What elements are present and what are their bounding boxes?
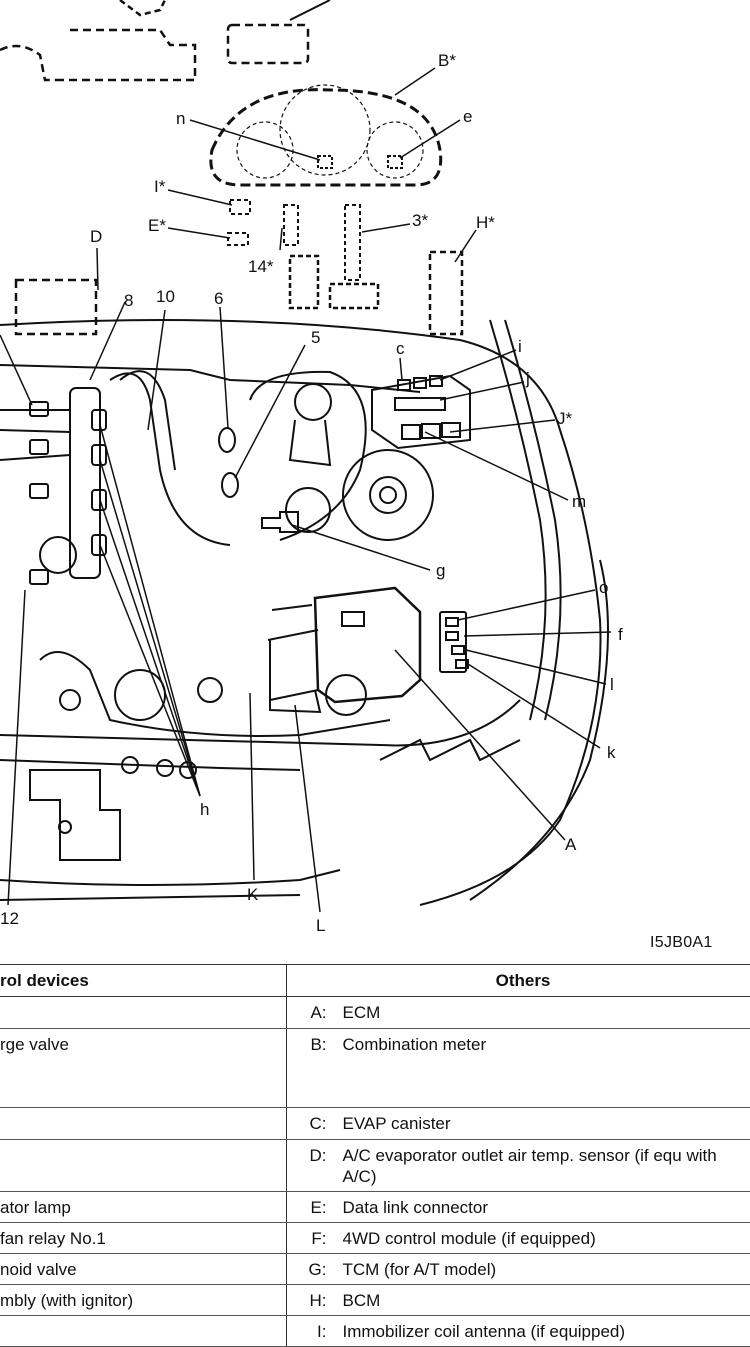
row-text: BCM — [342, 1291, 381, 1310]
row-code: E: — [310, 1198, 327, 1217]
header-others: Others — [286, 964, 750, 997]
callout-B: B* — [438, 51, 456, 70]
cell-left — [0, 1107, 287, 1140]
row-code: A: — [310, 1003, 327, 1022]
callout-I: I* — [154, 177, 166, 196]
callout-E: E* — [148, 216, 166, 235]
callout-e: e — [463, 107, 472, 126]
table-row: noid valve G: TCM (for A/T model) — [0, 1253, 750, 1285]
row-text: Data link connector — [342, 1198, 489, 1217]
row-text: ECM — [342, 1003, 381, 1022]
callout-5: 5 — [311, 328, 320, 347]
cell-right: B: Combination meter — [286, 1028, 750, 1108]
callout-h: h — [200, 800, 209, 819]
table-row: ator lamp E: Data link connector — [0, 1191, 750, 1223]
row-text: EVAP canister — [342, 1114, 451, 1133]
cell-left — [0, 1315, 287, 1347]
cell-left: noid valve — [0, 1253, 287, 1285]
callout-H: H* — [476, 213, 495, 232]
engine-compartment-diagram: B* n e I* E* 3* H* 14* D 8 10 6 5 c i j … — [0, 0, 623, 935]
row-text: A/C evaporator outlet air temp. sensor (… — [342, 1146, 717, 1186]
cell-right: F: 4WD control module (if equipped) — [286, 1222, 750, 1254]
callout-f: f — [618, 625, 623, 644]
row-code: C: — [309, 1114, 327, 1133]
cell-right: G: TCM (for A/T model) — [286, 1253, 750, 1285]
figure-reference-code: I5JB0A1 — [650, 934, 713, 951]
cell-left — [0, 996, 287, 1029]
callout-J: J* — [557, 409, 573, 428]
table-row: A: ECM — [0, 996, 750, 1029]
table-row: D: A/C evaporator outlet air temp. sensor… — [0, 1139, 750, 1192]
row-text: TCM (for A/T model) — [342, 1260, 497, 1279]
legend-table: rol devices Others A: ECM rge valve B: Com… — [0, 964, 750, 1347]
table-row: C: EVAP canister — [0, 1107, 750, 1140]
cell-right: A: ECM — [286, 996, 750, 1029]
callout-m: m — [572, 492, 586, 511]
table-row: rge valve B: Combination meter — [0, 1028, 750, 1108]
row-code: B: — [310, 1035, 327, 1054]
callout-8: 8 — [124, 291, 133, 310]
callout-L: L — [316, 916, 325, 935]
callout-3: 3* — [412, 211, 428, 230]
callout-K: K — [247, 885, 259, 904]
header-control-devices: rol devices — [0, 964, 287, 997]
row-text: Combination meter — [342, 1035, 487, 1054]
table-row: mbly (with ignitor) H: BCM — [0, 1284, 750, 1316]
callout-l: l — [610, 675, 614, 694]
row-code: G: — [308, 1260, 327, 1279]
table-header-row: rol devices Others — [0, 964, 750, 997]
row-code: D: — [309, 1146, 327, 1165]
cell-right: H: BCM — [286, 1284, 750, 1316]
cell-right: C: EVAP canister — [286, 1107, 750, 1140]
callout-n: n — [176, 109, 185, 128]
callout-12: 12 — [0, 909, 19, 928]
cell-right: D: A/C evaporator outlet air temp. sensor… — [286, 1139, 750, 1192]
cell-left — [0, 1139, 287, 1192]
callout-o: o — [599, 578, 608, 597]
callout-14: 14* — [248, 257, 274, 276]
diagram-drawing: B* n e I* E* 3* H* 14* D 8 10 6 5 c i j … — [0, 0, 623, 935]
row-code: I: — [317, 1322, 327, 1341]
callout-10: 10 — [156, 287, 175, 306]
callout-6: 6 — [214, 289, 223, 308]
cell-right: E: Data link connector — [286, 1191, 750, 1223]
callout-g: g — [436, 561, 445, 580]
cell-left: fan relay No.1 — [0, 1222, 287, 1254]
callout-j: j — [525, 369, 530, 388]
callout-i: i — [518, 337, 522, 356]
row-text: 4WD control module (if equipped) — [342, 1229, 596, 1248]
row-code: F: — [311, 1229, 327, 1248]
cell-left: rge valve — [0, 1028, 287, 1108]
row-text: Immobilizer coil antenna (if equipped) — [342, 1322, 626, 1341]
callout-D: D — [90, 227, 102, 246]
cell-right: I: Immobilizer coil antenna (if equipped) — [286, 1315, 750, 1347]
callout-A: A — [565, 835, 577, 854]
table-row: fan relay No.1 F: 4WD control module (if … — [0, 1222, 750, 1254]
cell-left: ator lamp — [0, 1191, 287, 1223]
callout-c: c — [396, 339, 405, 358]
cell-left: mbly (with ignitor) — [0, 1284, 287, 1316]
callout-k: k — [607, 743, 616, 762]
table-row: I: Immobilizer coil antenna (if equipped) — [0, 1315, 750, 1347]
row-code: H: — [309, 1291, 327, 1310]
